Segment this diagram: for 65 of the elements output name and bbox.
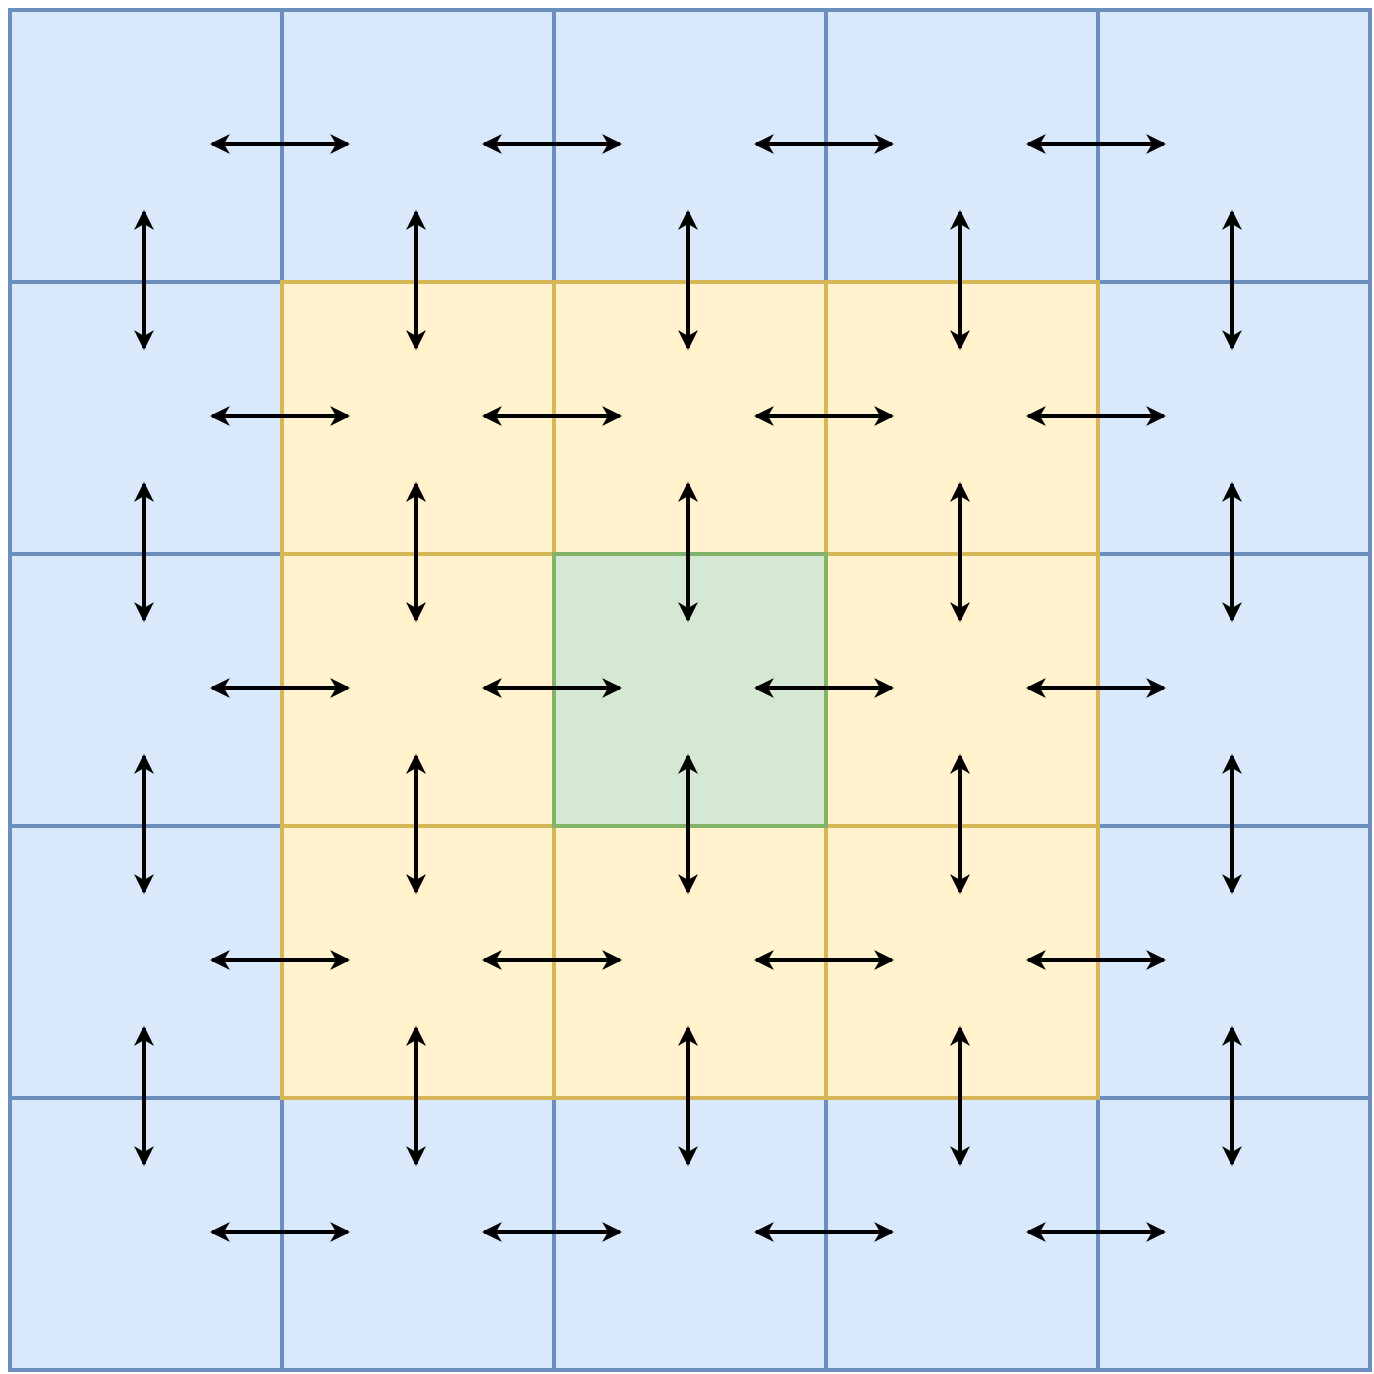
double-arrow [1222, 754, 1242, 894]
double-arrow [482, 134, 622, 154]
grid-cell [1096, 552, 1372, 828]
double-arrow [1026, 678, 1166, 698]
grid-cell [824, 1096, 1100, 1372]
double-arrow [754, 134, 894, 154]
grid-cell [280, 280, 556, 556]
double-arrow [1026, 134, 1166, 154]
double-arrow [754, 406, 894, 426]
double-arrow [754, 1222, 894, 1242]
grid-cell [552, 280, 828, 556]
double-arrow [1222, 482, 1242, 622]
grid-cell [1096, 280, 1372, 556]
double-arrow [406, 210, 426, 350]
grid-cell [824, 280, 1100, 556]
double-arrow [482, 950, 622, 970]
double-arrow [134, 210, 154, 350]
grid-cell [8, 824, 284, 1100]
grid-cell [824, 8, 1100, 284]
grid-cell [8, 8, 284, 284]
double-arrow [1222, 1026, 1242, 1166]
double-arrow [950, 482, 970, 622]
grid-cell [552, 8, 828, 284]
grid-cell [280, 8, 556, 284]
double-arrow [678, 1026, 698, 1166]
double-arrow [406, 482, 426, 622]
grid-cell [280, 1096, 556, 1372]
double-arrow [1026, 406, 1166, 426]
double-arrow [754, 950, 894, 970]
grid-cell [8, 280, 284, 556]
double-arrow [482, 1222, 622, 1242]
double-arrow [210, 1222, 350, 1242]
double-arrow [210, 678, 350, 698]
double-arrow [1222, 210, 1242, 350]
double-arrow [950, 1026, 970, 1166]
double-arrow [210, 950, 350, 970]
double-arrow [482, 678, 622, 698]
double-arrow [950, 210, 970, 350]
grid-cell [824, 824, 1100, 1100]
double-arrow [678, 482, 698, 622]
grid-cell [552, 1096, 828, 1372]
double-arrow [1026, 950, 1166, 970]
double-arrow [1026, 1222, 1166, 1242]
double-arrow [482, 406, 622, 426]
grid-cell [8, 552, 284, 828]
grid-cell [1096, 824, 1372, 1100]
grid-cell [280, 824, 556, 1100]
grid-cell [1096, 1096, 1372, 1372]
double-arrow [134, 1026, 154, 1166]
double-arrow [754, 678, 894, 698]
double-arrow [950, 754, 970, 894]
grid-cell [8, 1096, 284, 1372]
double-arrow [134, 754, 154, 894]
double-arrow [678, 210, 698, 350]
double-arrow [678, 754, 698, 894]
double-arrow [210, 406, 350, 426]
double-arrow [134, 482, 154, 622]
grid-cell [280, 552, 556, 828]
grid-cell [1096, 8, 1372, 284]
double-arrow [210, 134, 350, 154]
double-arrow [406, 754, 426, 894]
double-arrow [406, 1026, 426, 1166]
grid-cell [824, 552, 1100, 828]
grid-cell [552, 552, 828, 828]
grid-cell [552, 824, 828, 1100]
